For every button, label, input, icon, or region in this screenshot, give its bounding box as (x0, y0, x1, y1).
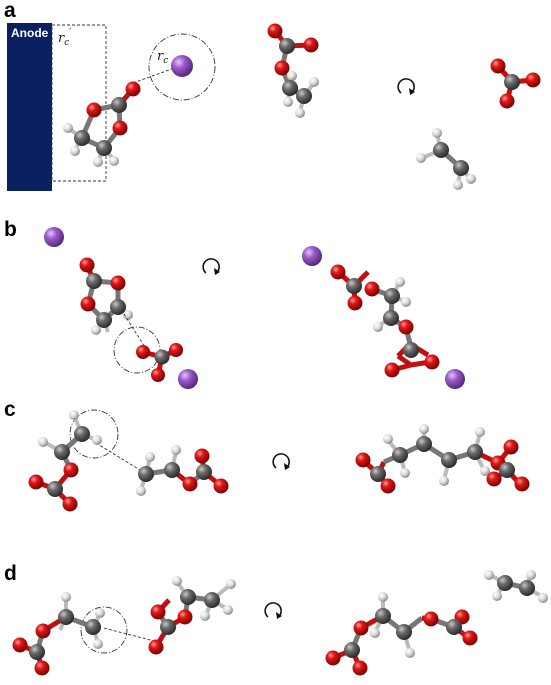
anode-label: Anode (11, 26, 49, 40)
lithium-ion (171, 55, 193, 77)
ethylene-carbonate-molecule (63, 81, 141, 167)
attack-line (103, 627, 155, 642)
carbonate-radical (136, 343, 183, 382)
ethylene-carbonate-molecule (79, 257, 133, 335)
reactive-site-circle (80, 606, 128, 654)
rc-label: rc (157, 49, 168, 66)
lithium-ion (302, 246, 322, 266)
curved-arrow-head (284, 463, 290, 470)
curved-arrow-head (409, 88, 415, 95)
rc-prime-box (51, 24, 107, 182)
curved-arrow-icon (264, 602, 282, 618)
carbonate-product (490, 58, 541, 109)
anode-block (7, 23, 52, 191)
panel-label-c: c (4, 398, 16, 421)
ethyl-carbonate-fragment (148, 576, 236, 655)
lithium-ion (44, 227, 64, 247)
reactive-site-circle (69, 409, 119, 459)
ethylene-product (416, 128, 476, 190)
lithium-ion (445, 369, 465, 389)
curved-arrow-head (276, 612, 282, 619)
rc-circle (148, 33, 216, 101)
curved-arrow-icon (272, 453, 290, 469)
coupled-product (325, 592, 478, 676)
panel-label-b: b (4, 218, 17, 241)
ring-opened-intermediate (267, 23, 319, 118)
panel-label-a: a (4, 0, 16, 22)
dimer-product (330, 264, 440, 378)
curved-arrow-head (214, 268, 220, 275)
panel-label-d: d (4, 562, 17, 585)
curved-arrow-icon (397, 78, 415, 94)
lithium-ion (178, 369, 198, 389)
chain-fragment (136, 445, 229, 496)
attack-line (95, 442, 141, 471)
ethylene-product (484, 570, 548, 603)
coupled-product (355, 424, 530, 494)
radical-fragment (12, 592, 105, 676)
rc-prime-label: rc′ (58, 28, 71, 48)
radical-fragment (28, 410, 102, 512)
curved-arrow-icon (202, 258, 220, 274)
